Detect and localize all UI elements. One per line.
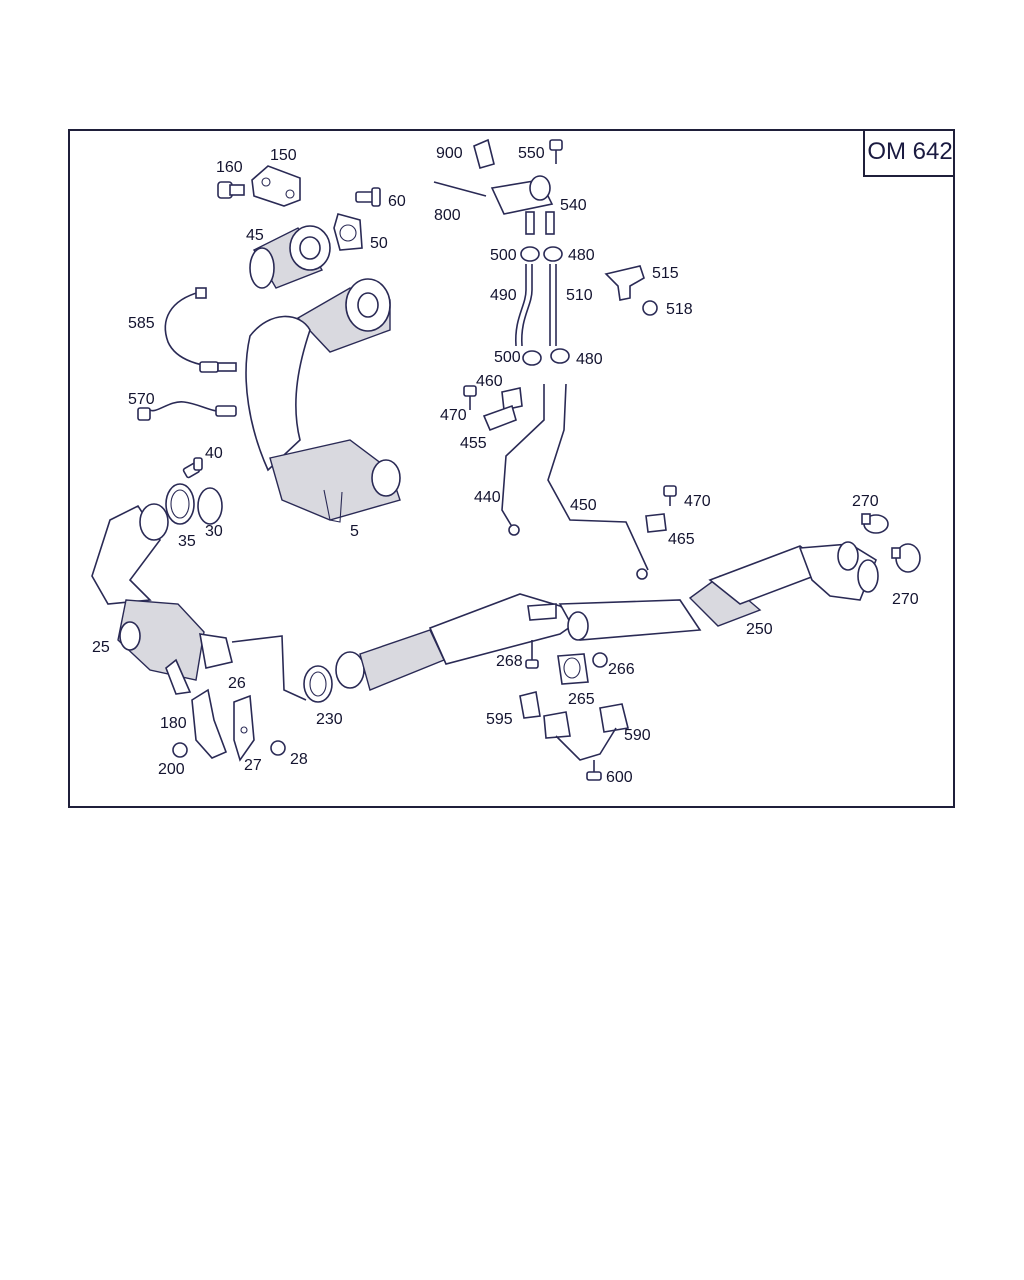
label-270-upper: 270 [852,493,879,510]
label-268: 268 [496,653,523,670]
label-440: 440 [474,489,501,506]
label-450: 450 [570,497,597,514]
label-500-lower: 500 [494,349,521,366]
label-266: 266 [608,661,635,678]
label-595: 595 [486,711,513,728]
clamp-35 [165,483,195,525]
label-60: 60 [388,193,406,210]
label-30: 30 [205,523,223,540]
gasket-50 [333,213,363,251]
label-50: 50 [370,235,388,252]
label-265: 265 [568,691,595,708]
hanger-590 [543,703,629,761]
label-470-upper: 470 [440,407,467,424]
bolt-60 [355,187,381,207]
diagram-frame [68,129,955,808]
label-590: 590 [624,727,651,744]
label-490: 490 [490,287,517,304]
pre-catalyst-pipe-5 [245,278,401,523]
label-900: 900 [436,145,463,162]
bolt-470-upper [463,385,477,410]
bolt-600 [586,760,602,781]
sensor-line-230 [231,635,307,701]
bolt-268 [525,640,539,669]
hose-510 [549,264,557,346]
label-465: 465 [668,531,695,548]
label-540: 540 [560,197,587,214]
label-5: 5 [350,523,359,540]
turbocharger-45 [249,225,331,289]
clamp-270-upper [861,513,889,534]
engine-code-badge: OM 642 [863,129,955,177]
clip-465 [645,513,667,533]
label-26: 26 [228,675,246,692]
bolt-160 [217,181,245,199]
label-45: 45 [246,227,264,244]
bracket-180 [191,688,228,759]
label-585: 585 [128,315,155,332]
sealing-ring-30 [197,487,223,525]
clamp-270-lower [891,543,921,573]
bracket-455 [482,404,517,432]
nut-266 [592,652,608,668]
cable-tie-900 [473,138,495,169]
pipe-440 [501,384,545,536]
label-480-lower: 480 [576,351,603,368]
hose-clamp-480-lower [550,348,570,364]
label-28: 28 [290,751,308,768]
exhaust-pipe-250 [335,541,879,691]
hanger-595 [519,691,541,719]
sensor-585 [164,287,237,373]
nut-200 [172,742,188,758]
label-35: 35 [178,533,196,550]
clamp-230 [303,665,333,703]
label-550: 550 [518,145,545,162]
label-480-upper: 480 [568,247,595,264]
label-230: 230 [316,711,343,728]
label-600: 600 [606,769,633,786]
label-40: 40 [205,445,223,462]
label-570: 570 [128,391,155,408]
bracket-150 [251,165,301,207]
holder-515 [604,265,645,301]
catalytic-converter-25 [91,503,233,695]
nut-518 [642,300,658,316]
label-200: 200 [158,761,185,778]
bolt-40 [182,457,203,479]
bolt-470-lower [663,485,677,506]
pipe-450 [547,383,649,580]
label-150: 150 [270,147,297,164]
nut-28 [270,740,286,756]
label-27: 27 [244,757,262,774]
label-25: 25 [92,639,110,656]
hose-clamp-480-upper [543,246,563,262]
sensor-570 [137,401,237,421]
hose-clamp-500-lower [522,350,542,366]
label-270-lower: 270 [892,591,919,608]
label-518: 518 [666,301,693,318]
rubber-mount-265 [557,653,589,685]
label-510: 510 [566,287,593,304]
label-460: 460 [476,373,503,390]
label-500-upper: 500 [490,247,517,264]
label-160: 160 [216,159,243,176]
bracket-460 [501,387,523,411]
hose-clamp-500-upper [520,246,540,262]
label-800: 800 [434,207,461,224]
label-515: 515 [652,265,679,282]
label-180: 180 [160,715,187,732]
bracket-26 [233,694,255,762]
label-250: 250 [746,621,773,638]
hose-490 [515,264,533,347]
label-470-lower: 470 [684,493,711,510]
pressure-sensor-540 [490,175,555,235]
bolt-550 [549,139,563,164]
line-800 [433,181,487,197]
label-455: 455 [460,435,487,452]
